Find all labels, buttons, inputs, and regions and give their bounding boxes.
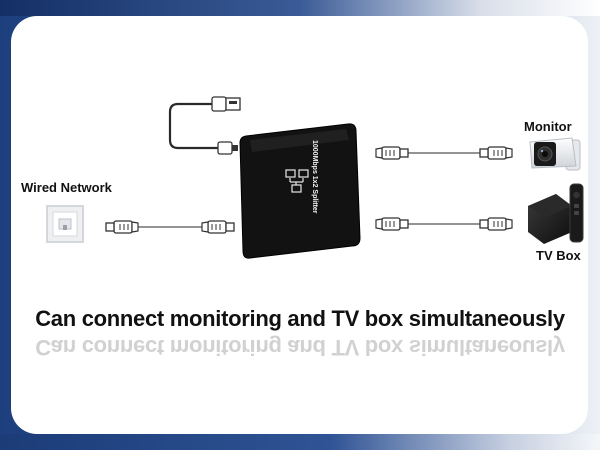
caption-reflection: Can connect monitoring and TV box simult… (35, 335, 565, 360)
usb-cable-icon (168, 96, 241, 155)
security-camera-icon (529, 137, 581, 171)
ethernet-wall-socket-icon (46, 205, 84, 243)
network-ports-icon (285, 169, 309, 193)
top-border (0, 0, 600, 16)
output-ethernet-cable-monitor (375, 146, 513, 160)
splitter-device: 1000Mbps 1x2 Splitter (239, 123, 361, 259)
monitor-label: Monitor (524, 119, 572, 134)
output-ethernet-cable-tvbox (375, 217, 513, 231)
input-ethernet-cable (105, 220, 235, 234)
device-print-label: 1000Mbps 1x2 Splitter (311, 140, 318, 214)
tv-box-label: TV Box (536, 248, 581, 263)
tv-box-icon (528, 183, 584, 244)
bottom-border (0, 434, 600, 450)
caption-title: Can connect monitoring and TV box simult… (35, 306, 565, 331)
wired-network-label: Wired Network (21, 180, 112, 195)
